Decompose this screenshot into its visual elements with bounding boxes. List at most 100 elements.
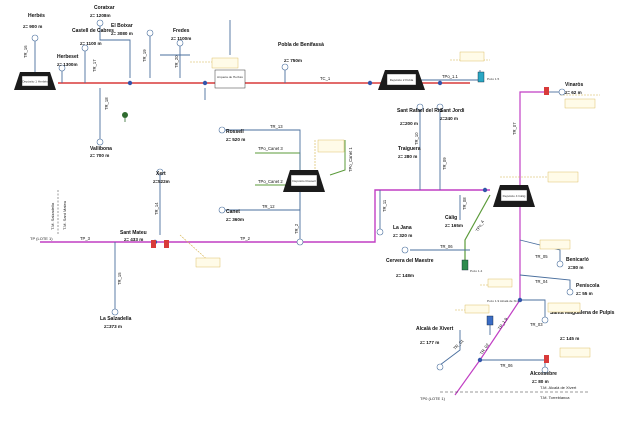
node-jana: [376, 228, 384, 236]
label-tr07: TR_07: [512, 122, 517, 135]
label-tr14: TR_14: [154, 202, 159, 215]
branch-rossell: [225, 129, 301, 170]
pozo-1-4-label: Pozo 1.4: [470, 269, 482, 273]
label-tr13: TR_13: [270, 124, 283, 129]
label-tr06b: TR_06: [500, 363, 513, 368]
town-pobla: Pobla de Benifassà: [278, 42, 324, 48]
town-coratxar: Coratxar: [94, 5, 115, 11]
arqueta-label: Arqueta de Herbés: [217, 75, 243, 79]
limit-alcala: T.M. Alcalà de Xivert: [540, 385, 577, 390]
label-tr10: TR_10: [414, 132, 419, 145]
node-santamag: [541, 316, 549, 324]
label-tr01: TR_01: [452, 338, 465, 351]
label-tr03: TR_03: [530, 322, 543, 327]
pozo-1-5-label: Pozo 1.5: [487, 77, 499, 81]
elev-canet: z= 360m: [226, 217, 244, 222]
label-tp2: TP_2: [240, 236, 251, 241]
node-herbeset: [58, 64, 66, 72]
node-santjordi: [436, 103, 444, 111]
label-tc1: TC_1: [320, 76, 331, 81]
pozo-1-9-label: Pozo 1.9 Alcalà de Xivert: [487, 299, 522, 303]
branch-alcala: [439, 330, 461, 366]
town-fredes: Fredes: [173, 28, 190, 34]
label-tr17: TR_17: [92, 59, 97, 72]
label-tr16: TR_16: [23, 45, 28, 58]
town-traiguera: Traiguera: [398, 146, 421, 152]
town-bojar: El Boixar: [111, 23, 133, 29]
town-canet: Canet: [226, 209, 240, 215]
elev-fredes: z= 1100m: [171, 36, 191, 41]
node-cervera: [401, 246, 409, 254]
label-tr15: TR_15: [117, 272, 122, 285]
node-salzadella: [111, 308, 119, 316]
label-tr08: TR_08: [462, 197, 467, 210]
node-tr2: [296, 238, 304, 246]
label-tr05: TR_05: [535, 254, 548, 259]
town-herbeset: Herbeset: [57, 54, 79, 60]
node-fredes: [176, 39, 184, 47]
label-tr06: TR_06: [440, 244, 453, 249]
town-vallibona: Vallibona: [90, 146, 112, 152]
node-alcossebre: [541, 366, 549, 374]
elev-herbeset: z= 1300m: [57, 62, 78, 67]
info-boxes: [195, 51, 596, 358]
branch-peniscola: [519, 274, 571, 290]
node-boixar: [146, 29, 154, 37]
town-santamag: Santa Magdalena de Pulpis: [550, 310, 615, 316]
pipe-green-canet1: [329, 140, 346, 176]
pipe-magenta-south: [454, 195, 521, 396]
elev-xert: z=522m: [153, 179, 170, 184]
elev-alcala: z= 177 m: [420, 340, 439, 345]
limit-sanmateu: T.M. Sant Mateu: [62, 201, 67, 230]
pipe-green-canet: [255, 152, 301, 170]
elev-cervera: z= 148m: [396, 273, 414, 278]
town-rossell: Rossell: [226, 129, 244, 135]
node-alcala: [436, 363, 444, 371]
elev-jana: z= 320 m: [393, 233, 412, 238]
label-tr18: TR_18: [104, 97, 109, 110]
town-herbes: Herbés: [28, 13, 45, 19]
elev-santjordi: z=240 m: [440, 116, 458, 121]
deposit-1-label: Depósito 1 Herbés: [22, 80, 48, 84]
node-peniscola: [566, 288, 574, 296]
elev-rossell: z= 520 m: [226, 137, 245, 142]
limit-salzadella: T.M. Salzadella: [50, 202, 55, 230]
label-tr11: TR_11: [382, 199, 387, 212]
town-santrafael: Sant Rafael del Riu: [397, 108, 442, 114]
elev-salzadella: z=373 m: [104, 324, 122, 329]
deposit-4: Depósito 4 Càlig: [493, 185, 535, 207]
branch-coratxar: [99, 25, 131, 78]
elev-benicarlo: z=80 m: [568, 265, 583, 270]
town-benicarlo: Benicarló: [566, 257, 589, 263]
pozo-1-4: Pozo 1.4: [461, 259, 482, 273]
elev-alcossebre: z= 80 m: [532, 379, 549, 384]
lot-1-label: TP (LOTE 1): [30, 236, 53, 241]
pipe-green: [464, 194, 491, 262]
town-castell: Castell de Cabres: [72, 28, 114, 34]
node-benicarlo: [556, 260, 564, 268]
town-cervera: Cervera del Maestre: [386, 258, 434, 264]
deposit-3-label: Depósito Rossell: [292, 179, 316, 183]
label-tpcanet1: TPo_Canet 1: [348, 147, 353, 172]
label-tr02: TR_02: [479, 342, 491, 356]
deposit-1: Depósito 1 Herbés: [14, 72, 56, 90]
town-santmateu: Sant Mateu: [120, 230, 147, 236]
elev-santmateu: z= 433 m: [124, 237, 143, 242]
node-vinaros: [558, 88, 566, 96]
town-santjordi: Sant Jordi: [440, 108, 465, 114]
elev-santrafael: z=200 m: [400, 121, 418, 126]
node-vallibona: [96, 138, 104, 146]
town-labels: Herbés z= 900 m Coratxar z= 1208m Castel…: [23, 5, 615, 384]
elev-calig: z= 165m: [445, 223, 463, 228]
town-vinaros: Vinaròs: [565, 82, 583, 88]
label-tpcanet3: TPo_Canet 3: [258, 146, 283, 151]
valves: [151, 87, 549, 363]
elev-bojar: z= 3080 m: [111, 31, 133, 36]
deposit-4-label: Depósito 4 Càlig: [503, 194, 526, 198]
town-salzadella: La Salzadella: [100, 316, 132, 322]
node-xert: [156, 168, 164, 176]
label-tpcanet2: TPo_Canet 2: [258, 179, 283, 184]
town-alcossebre: Alcossebre: [530, 371, 557, 377]
deposit-2: Depósito 2 Pobla: [378, 70, 425, 90]
